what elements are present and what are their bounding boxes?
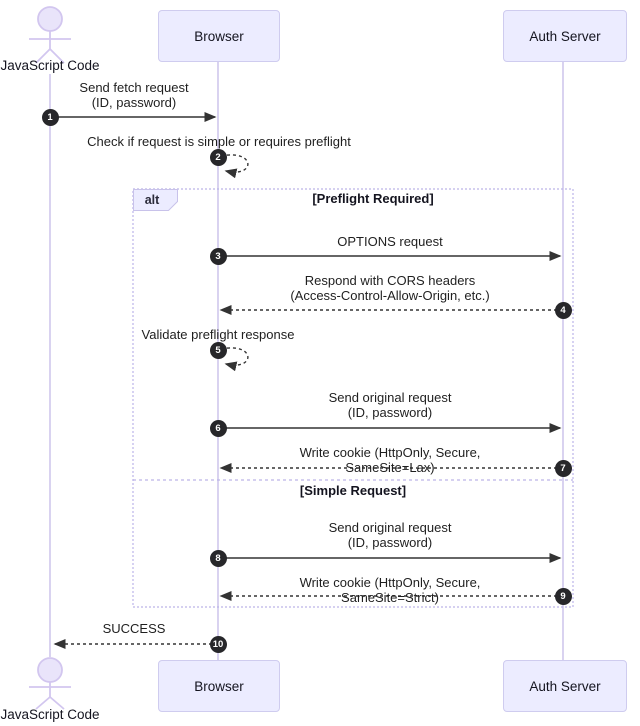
message-text-4: Respond with CORS headers (Access-Contro… xyxy=(290,273,490,303)
message-text-6: Send original request (ID, password) xyxy=(328,390,452,420)
message-text-10: SUCCESS xyxy=(102,621,166,636)
message-text-1: Send fetch request (ID, password) xyxy=(79,80,189,110)
participant-box-auth-server-bottom: Auth Server xyxy=(503,660,627,712)
sequence-number-badge-4: 4 xyxy=(554,301,572,319)
participant-box-auth-server-top: Auth Server xyxy=(503,10,627,62)
message-text-5: Validate preflight response xyxy=(141,327,295,342)
actor-figure-icon-top xyxy=(29,6,71,64)
message-text-9: Write cookie (HttpOnly, Secure, SameSite… xyxy=(299,575,481,605)
sequence-number-badge-7: 7 xyxy=(554,459,572,477)
message-text-8: Send original request (ID, password) xyxy=(328,520,452,550)
actor-figure-icon-bottom xyxy=(29,657,71,710)
alt-tab-shape xyxy=(133,189,178,211)
sequence-number-badge-5: 5 xyxy=(209,341,227,359)
actor-label-javascript-code-bottom: JavaScript Code xyxy=(0,707,100,722)
arrow-2-self-check xyxy=(220,154,249,179)
sequence-number-badge-1: 1 xyxy=(41,108,59,126)
sequence-number-badge-6: 6 xyxy=(209,419,227,437)
sequence-number-badge-8: 8 xyxy=(209,549,227,567)
sequence-number-badge-9: 9 xyxy=(554,587,572,605)
sequence-number-badge-10: 10 xyxy=(209,635,227,653)
message-text-2: Check if request is simple or requires p… xyxy=(87,134,351,149)
arrow-5-self-validate xyxy=(220,347,249,372)
alt-section-condition-simple: [Simple Request] xyxy=(299,483,407,498)
message-text-7: Write cookie (HttpOnly, Secure, SameSite… xyxy=(299,445,481,475)
participant-box-browser-bottom: Browser xyxy=(158,660,280,712)
participant-box-browser-top: Browser xyxy=(158,10,280,62)
alt-frame-border xyxy=(132,188,574,608)
actor-label-javascript-code-top: JavaScript Code xyxy=(0,58,100,73)
message-text-3: OPTIONS request xyxy=(337,234,443,249)
sequence-number-badge-3: 3 xyxy=(209,247,227,265)
alt-section-condition-preflight: [Preflight Required] xyxy=(312,191,434,206)
sequence-number-badge-2: 2 xyxy=(209,148,227,166)
alt-frame-label: alt xyxy=(144,192,160,207)
